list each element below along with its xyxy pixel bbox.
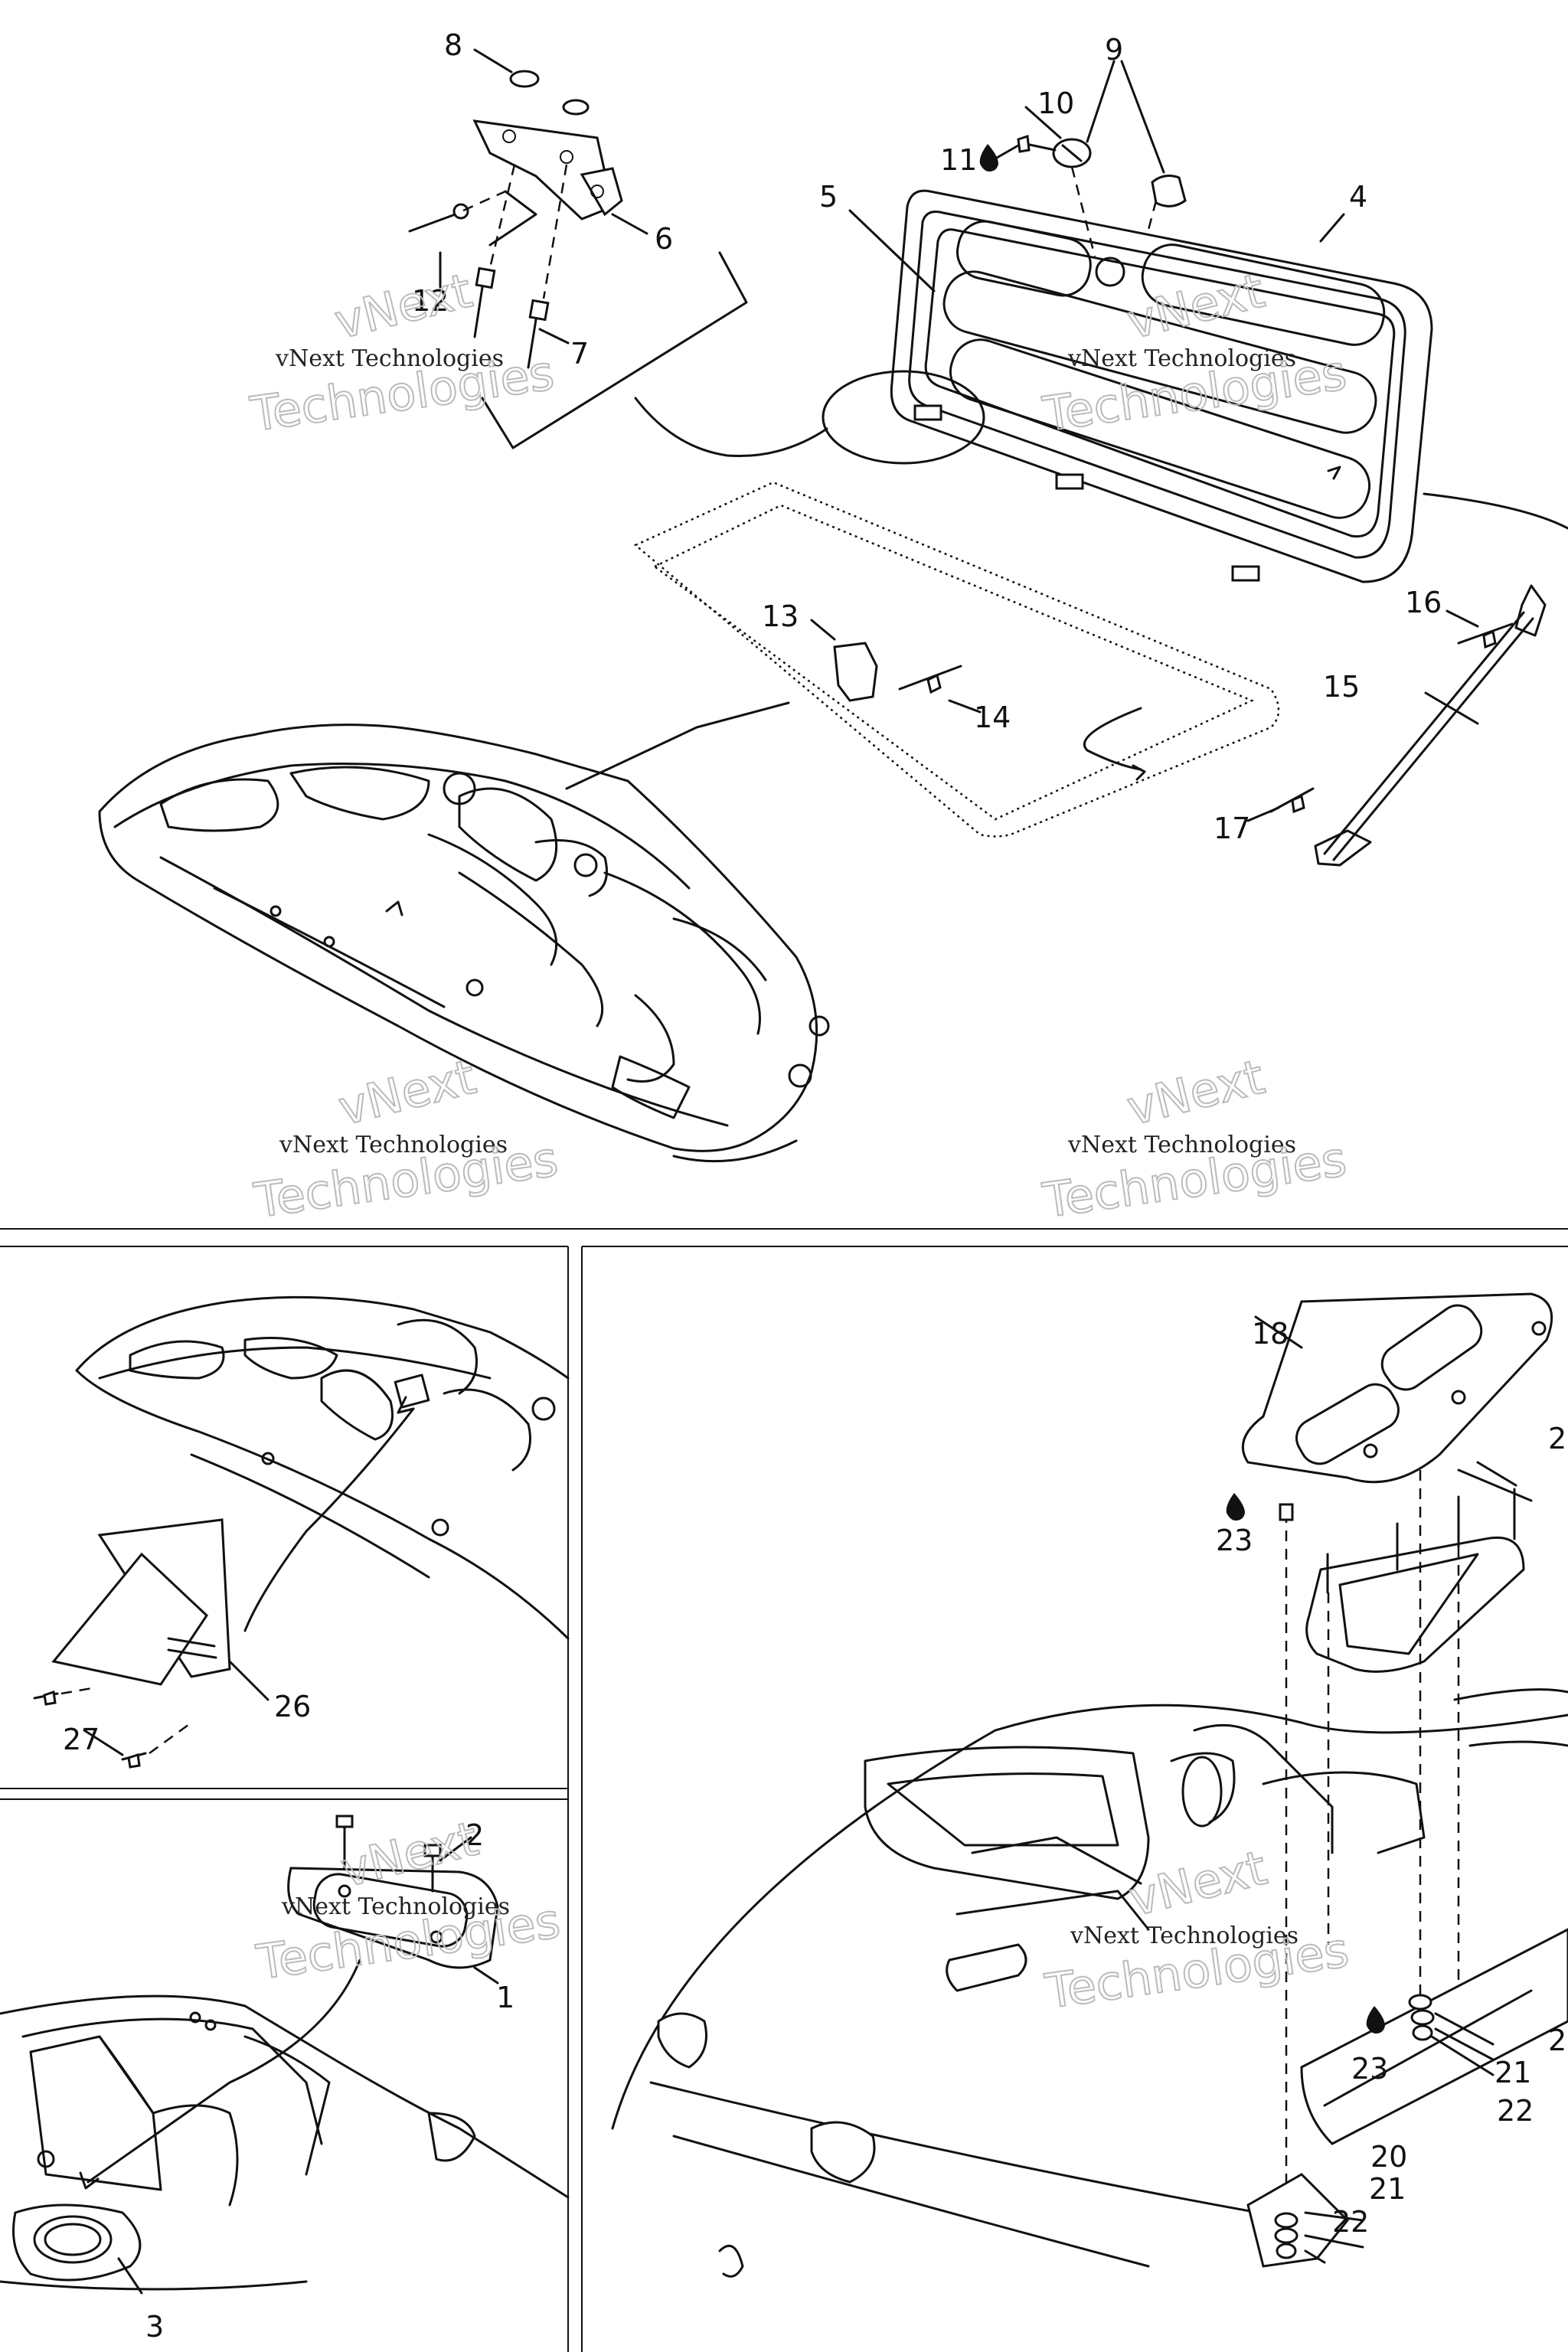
- watermark-5: vNext Technologies vNext Technologies: [252, 1810, 564, 1991]
- svg-text:vNext Technologies: vNext Technologies: [1067, 1132, 1296, 1158]
- callout-4: 4: [1349, 180, 1367, 214]
- svg-text:vNext Technologies: vNext Technologies: [281, 1893, 510, 1920]
- callout-23-top: 23: [1216, 1524, 1253, 1557]
- watermark-4: vNext Technologies vNext Technologies: [1038, 1048, 1351, 1230]
- hatch-door: [634, 60, 1433, 583]
- callout-27: 27: [63, 1723, 100, 1756]
- callout-22-top: 22: [1497, 2094, 1534, 2128]
- svg-text:vNext: vNext: [1122, 1049, 1269, 1137]
- callout-14: 14: [974, 701, 1011, 734]
- callout-1: 1: [496, 1981, 514, 2014]
- callout-7: 7: [570, 337, 589, 371]
- boat-overview-mid: [33, 1295, 570, 1769]
- callout-5: 5: [819, 180, 838, 214]
- callout-labels: 8 9 10 11 5 4 6 12 7 16 13 15 14 17 18 2…: [63, 28, 1566, 2344]
- watermark-1: vNext Technologies vNext Technologies: [246, 262, 558, 443]
- callout-22-bottom: 22: [1332, 2205, 1369, 2239]
- callout-21-bottom: 21: [1369, 2172, 1406, 2206]
- callout-12: 12: [412, 284, 449, 318]
- callout-17: 17: [1214, 812, 1250, 845]
- panel-borders: [0, 1228, 1568, 2352]
- callout-9: 9: [1105, 33, 1123, 67]
- drop-icon: [1366, 2006, 1385, 2034]
- svg-text:vNext Technologies: vNext Technologies: [1070, 1922, 1298, 1949]
- callout-13: 13: [762, 599, 799, 633]
- watermark-3: vNext Technologies vNext Technologies: [250, 1048, 562, 1230]
- callout-23-bottom: 23: [1351, 2052, 1388, 2086]
- callout-3: 3: [145, 2310, 164, 2344]
- compartment-opening: [565, 481, 1280, 838]
- callout-2-right-top: 2: [1548, 1422, 1566, 1455]
- callout-26: 26: [274, 1690, 311, 1723]
- svg-text:vNext Technologies: vNext Technologies: [275, 345, 504, 372]
- callout-2-right-bottom: 2: [1548, 2024, 1566, 2057]
- callout-10: 10: [1037, 87, 1074, 120]
- svg-text:vNext Technologies: vNext Technologies: [279, 1132, 508, 1158]
- callout-20: 20: [1370, 2140, 1407, 2174]
- gas-spring: [1246, 466, 1568, 867]
- lubricant-drop-icons: [979, 144, 1385, 2034]
- boat-overview-top: [98, 724, 830, 1163]
- callout-2-left: 2: [466, 1818, 484, 1852]
- svg-text:vNext Technologies: vNext Technologies: [1067, 345, 1296, 372]
- svg-text:vNext: vNext: [333, 1049, 481, 1137]
- callout-18: 18: [1252, 1317, 1289, 1351]
- watermark-6: vNext Technologies vNext Technologies: [1040, 1839, 1353, 2020]
- svg-text:vNext: vNext: [1124, 1840, 1272, 1928]
- swim-platform-assembly: [611, 1292, 1568, 2278]
- drop-icon: [979, 144, 998, 172]
- bracket-assembly: [408, 48, 748, 449]
- callout-6: 6: [655, 222, 673, 256]
- callout-16: 16: [1405, 586, 1442, 619]
- callout-11: 11: [940, 143, 977, 177]
- drop-icon: [1226, 1493, 1245, 1521]
- callout-8: 8: [444, 28, 462, 62]
- callout-15: 15: [1323, 670, 1360, 704]
- cover-plate-assembly: [0, 1815, 570, 2295]
- svg-text:vNext: vNext: [329, 263, 477, 351]
- callout-21-top: 21: [1494, 2056, 1531, 2089]
